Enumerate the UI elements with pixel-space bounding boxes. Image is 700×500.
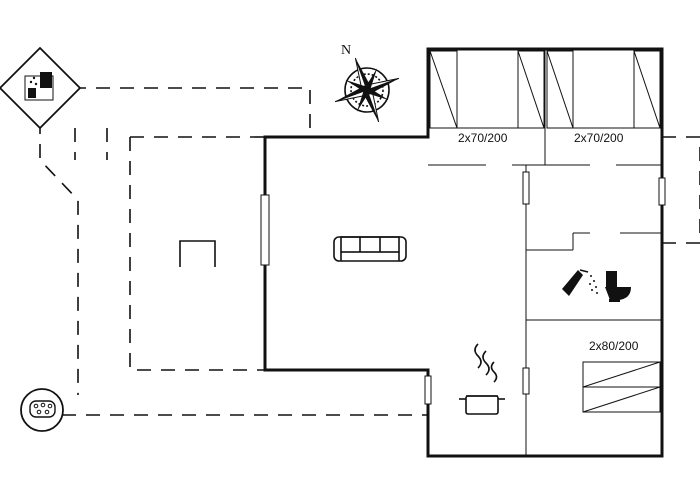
openings — [260, 162, 666, 405]
interior-walls — [428, 49, 662, 456]
terrace-table — [179, 240, 216, 267]
bedroom-3: 2x80/200 — [582, 339, 661, 413]
walls — [263, 47, 664, 458]
terrace-outline — [39, 87, 700, 416]
bed-size-label: 2x70/200 — [574, 131, 624, 145]
bed-size-label: 2x80/200 — [589, 339, 639, 353]
shower-icon — [562, 269, 598, 296]
north-label: N — [341, 43, 351, 58]
hot-tub-icon — [20, 388, 64, 432]
sofa-icon — [333, 236, 407, 262]
cooking-pot-icon — [459, 343, 505, 415]
sauna-icon — [0, 46, 82, 130]
bed-size-label: 2x70/200 — [458, 131, 508, 145]
compass-icon — [334, 57, 400, 123]
bedroom-1: 2x70/200 — [429, 50, 545, 145]
bedroom-2: 2x70/200 — [546, 50, 661, 145]
toilet-icon — [605, 271, 631, 302]
